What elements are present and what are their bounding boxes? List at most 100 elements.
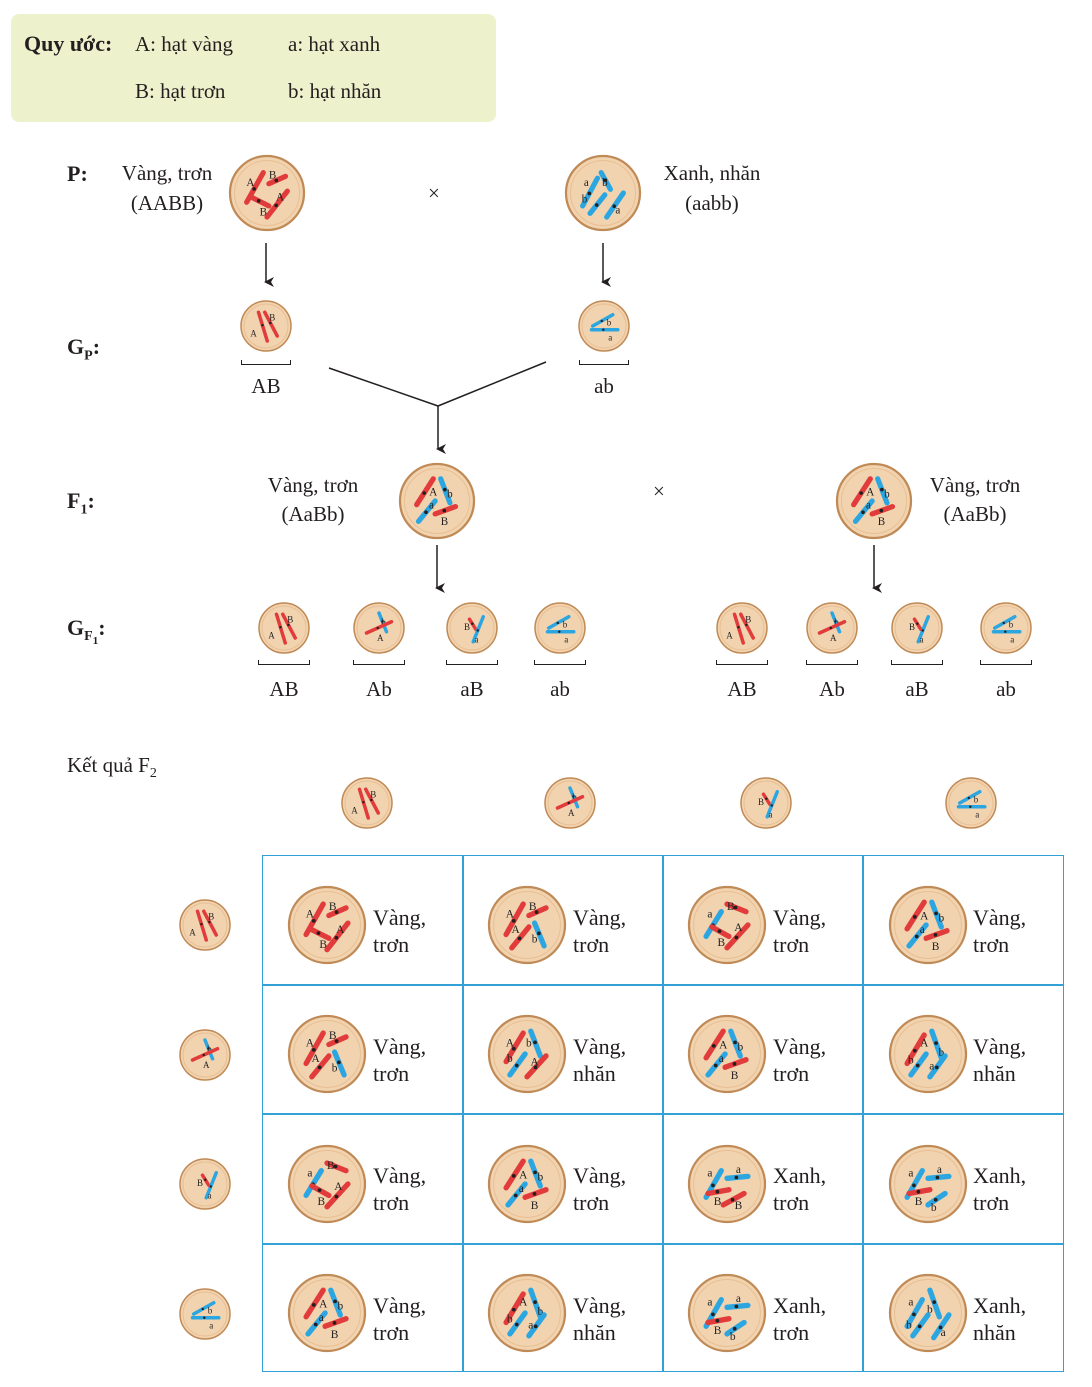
punnett-phenotype: trơn <box>773 932 810 957</box>
legend-B: B: hạt trơn <box>135 79 226 103</box>
allele-letter: B <box>915 1196 923 1208</box>
cell-inner-ring <box>894 1020 962 1088</box>
cell-inner-ring <box>719 605 765 651</box>
allele-letter: A <box>506 1038 515 1050</box>
allele-letter: b <box>332 1062 338 1074</box>
allele-letter: a <box>1010 634 1014 644</box>
punnett-phenotype: Xanh, <box>773 1163 827 1188</box>
allele-letter: B <box>714 1325 722 1337</box>
allele-letter: B <box>319 939 327 951</box>
parent-right-pheno: Xanh, nhăn <box>663 161 761 185</box>
allele-letter: a <box>519 1183 524 1195</box>
gamete-p-label: AB <box>251 374 281 398</box>
parent-left-pheno: Vàng, trơn <box>121 161 213 185</box>
cell-inner-ring <box>894 605 940 651</box>
centromere <box>567 801 570 805</box>
centromere <box>934 1065 939 1070</box>
cell-gamete-AB: AB <box>240 300 292 352</box>
punnett-phenotype: trơn <box>973 932 1010 957</box>
allele-letter: b <box>447 488 453 500</box>
centromere <box>317 1065 322 1070</box>
punnett-phenotype: Vàng, <box>373 1034 427 1059</box>
allele-letter: B <box>329 901 337 913</box>
allele-letter: b <box>381 617 386 627</box>
centromere <box>737 625 740 629</box>
punnett-phenotype: trơn <box>373 1061 410 1086</box>
allele-letter: b <box>507 1314 513 1326</box>
allele-letter: A <box>377 633 384 643</box>
centromere <box>715 1189 720 1194</box>
allele-letter: b <box>208 1305 213 1315</box>
allele-letter: b <box>537 1306 543 1318</box>
allele-letter: b <box>931 1202 937 1214</box>
allele-letter: B <box>909 622 915 632</box>
punnett-phenotype: trơn <box>973 1190 1010 1215</box>
cell-f1-gamete-aB: Ba <box>891 602 943 654</box>
cell-inner-ring <box>894 891 962 959</box>
allele-letter: a <box>208 1190 212 1200</box>
cell-inner-ring <box>243 303 289 349</box>
allele-letter: A <box>519 1169 528 1181</box>
grid-line <box>262 984 1064 986</box>
allele-letter: b <box>582 193 588 205</box>
centromere <box>912 1183 916 1188</box>
punnett-phenotype: trơn <box>773 1061 810 1086</box>
punnett-phenotype: nhăn <box>573 1320 616 1345</box>
centromere <box>311 918 316 923</box>
centromere <box>533 1065 538 1070</box>
cell-membrane <box>891 602 943 654</box>
chromosome <box>357 787 370 820</box>
allele-letter: a <box>707 909 712 921</box>
cell-inner-ring <box>894 1279 962 1347</box>
cell-membrane <box>716 602 768 654</box>
chromosome <box>281 612 297 640</box>
centromere <box>717 929 722 934</box>
cell-inner-ring <box>493 1150 561 1218</box>
centromere <box>208 920 211 924</box>
cell-membrane <box>564 154 642 232</box>
allele-letter: B <box>329 1030 337 1042</box>
centromere <box>332 1321 337 1325</box>
centromere <box>917 1324 922 1329</box>
allele-letter: a <box>707 1297 712 1309</box>
allele-letter: B <box>531 1200 539 1212</box>
centromere <box>476 629 479 632</box>
centromere <box>537 931 541 936</box>
gamete-p-label: ab <box>594 374 614 398</box>
centromere <box>334 1039 339 1043</box>
centromere <box>533 1040 537 1045</box>
allele-letter: a <box>307 1168 312 1180</box>
centromere <box>252 187 256 191</box>
chromosome <box>364 787 380 815</box>
centromere <box>933 1197 938 1202</box>
cell-inner-ring <box>182 1032 228 1078</box>
cell-header-col-AB: AB <box>341 777 393 829</box>
allele-letter: a <box>209 1320 213 1330</box>
centromere <box>745 623 748 627</box>
cell-inner-ring <box>233 159 301 227</box>
cell-inner-ring <box>693 1279 761 1347</box>
centromere <box>879 508 884 513</box>
allele-letter: a <box>941 1327 946 1339</box>
gamete-f1-label: ab <box>996 677 1016 701</box>
chromosome <box>274 612 287 645</box>
centromere <box>602 328 605 331</box>
cell-inner-ring <box>693 1020 761 1088</box>
centromere <box>916 622 919 625</box>
allele-letter: A <box>306 1038 315 1050</box>
legend-title: Quy ước: <box>24 31 113 56</box>
centromere <box>932 1300 937 1305</box>
chromosome <box>190 1047 220 1062</box>
cell-membrane <box>179 899 231 951</box>
label-GP: GP: <box>67 334 101 364</box>
cell-membrane <box>687 885 767 965</box>
cell-inner-ring <box>493 1279 561 1347</box>
centromere <box>715 1318 720 1323</box>
cell-membrane <box>287 1144 367 1224</box>
centromere <box>256 199 261 203</box>
punnett-phenotype: Vàng, <box>973 1034 1027 1059</box>
allele-letter: a <box>528 1319 533 1331</box>
